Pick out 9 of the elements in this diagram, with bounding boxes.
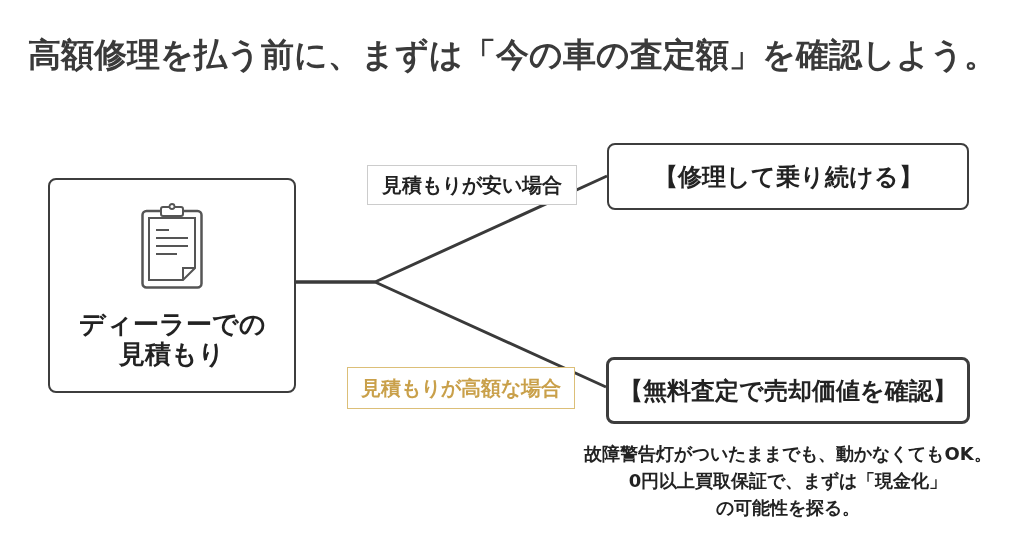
edge-label: 見積もりが高額な場合	[347, 367, 575, 409]
outcome-box: 【無料査定で売却価値を確認】	[606, 357, 970, 424]
edge-label: 見積もりが安い場合	[367, 165, 577, 205]
title: 高額修理を払う前に、まずは「今の車の査定額」を確認しよう。	[28, 35, 997, 75]
outcome-box: 【修理して乗り続ける】	[607, 143, 969, 210]
node-text: ディーラーでの見積もり	[77, 308, 267, 369]
connector-line	[296, 280, 607, 389]
process-box	[48, 178, 296, 393]
note-text: 故障警告灯がついたままでも、動かなくてもOK。0円以上買取保証で、まずは「現金化」の可能性を探る。	[582, 442, 993, 520]
